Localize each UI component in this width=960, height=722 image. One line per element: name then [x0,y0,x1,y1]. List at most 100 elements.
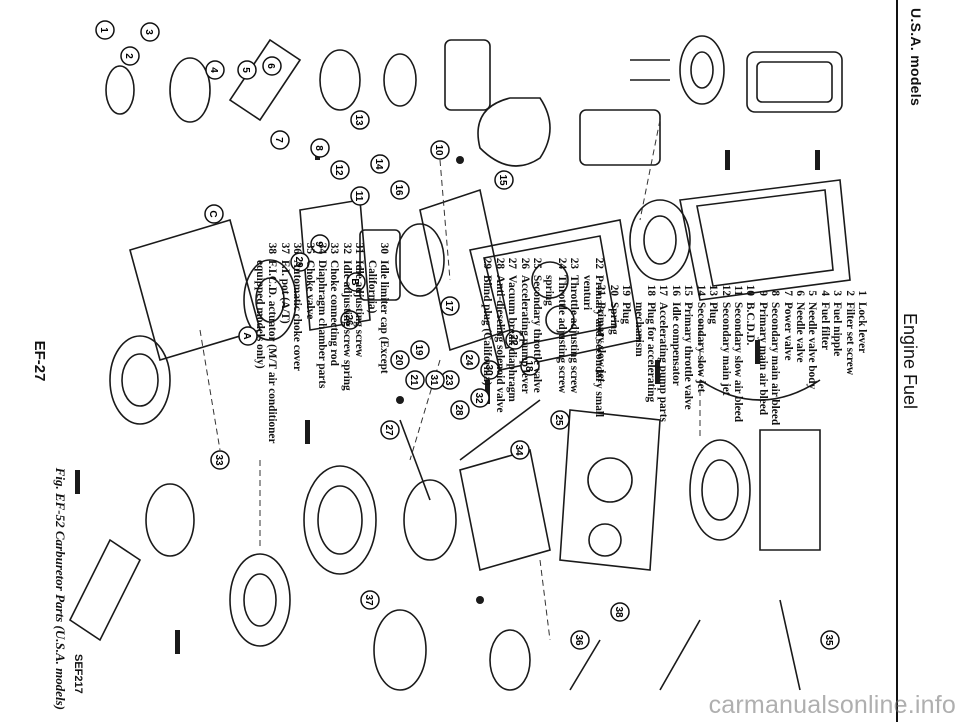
legend-item-number: 2 [843,290,856,296]
legend-item-text: Needle valve [793,302,806,363]
legend-item-text: B.C.D.D. [744,302,757,346]
legend-item-text: Fuel filter [818,302,831,350]
svg-text:33: 33 [213,454,224,466]
svg-text:15: 15 [497,174,508,186]
page-number: EF-27 [31,340,48,382]
legend-item-number: 33 [328,242,341,254]
svg-text:A: A [241,332,252,339]
legend-item-text: Vacuum break diaphragm [506,275,519,402]
watermark: carmanualsonline.info [708,691,956,719]
svg-text:8: 8 [313,145,324,151]
callout-10: 10 [430,140,450,160]
legend-item: California) [365,238,378,458]
legend-item-number [365,238,377,254]
callout-letter-a: A [238,326,258,346]
legend-item-text: Spring [607,302,620,335]
legend-item-number [580,253,592,269]
legend-item-number: 12 [719,284,732,296]
legend-item-number: 10 [744,284,757,296]
callout-35: 35 [820,630,840,650]
legend-item: venturi [580,253,593,463]
svg-text:35: 35 [823,634,834,646]
legend-item-number: 31 [353,242,366,254]
legend-item-text: Blind plug (California) [481,275,494,386]
legend-item: spring [543,253,555,463]
svg-text:10: 10 [433,144,444,156]
callout-12: 12 [330,160,350,180]
callout-20: 20 [390,350,410,370]
legend-item-text: Anti-dieseling solenoid valve [493,275,506,413]
callout-26: 26 [340,310,360,330]
svg-text:36: 36 [573,634,584,646]
legend-item-text: spring [543,275,556,306]
svg-text:7: 7 [273,137,284,143]
legend-item-text: Plug [620,302,633,324]
callout-27: 27 [380,420,400,440]
callout-17: 17 [440,296,460,316]
legend-item-text: Filter set screw [843,302,856,375]
legend-item-number: 15 [682,284,695,296]
legend-item-text: California) [365,260,378,314]
svg-text:13: 13 [353,114,364,126]
svg-text:27: 27 [383,424,394,436]
callout-38: 38 [610,602,630,622]
svg-text:29: 29 [293,256,304,268]
svg-text:14: 14 [373,158,384,170]
legend-item-number [632,280,644,296]
legend-item-text: Throttle adjusting screw [555,275,568,394]
diagram-callouts: 1 2 3 4 5 6 7 8 9 10 11 12 13 14 15 16 1… [95,20,840,650]
legend-item-text: Secondary slow air bleed [731,302,744,422]
callout-2: 2 [120,46,140,66]
svg-text:22: 22 [508,334,519,346]
legend-item-number: 25 [530,257,543,269]
legend-item-number: 17 [657,284,670,296]
callout-16: 16 [390,180,410,200]
legend-item-number: 11 [731,285,744,296]
legend-item-text: Secondary throttle valve [530,275,543,393]
callout-24: 24 [460,350,480,370]
callout-11: 11 [350,186,370,206]
callout-8: 8 [310,138,330,158]
callout-13: 13 [350,110,370,130]
svg-text:21: 21 [408,374,419,386]
callout-letter-c: C [204,204,224,224]
legend-item-number: 26 [518,257,531,269]
legend-item-text: Secondary slow jet [694,302,707,393]
legend-item-number: 20 [607,284,620,296]
callout-4: 4 [205,60,225,80]
svg-text:20: 20 [393,354,404,366]
legend-item-number: 7 [781,290,794,296]
legend-item-text: Plug for accelerating [645,302,658,403]
svg-text:5: 5 [240,67,251,73]
callout-1: 1 [95,20,115,40]
callout-6: 6 [262,56,282,76]
legend-item-text: Idle adjusting screw [353,260,366,358]
callout-5: 5 [237,60,257,80]
legend-item-text: Idle adjusting screw spring [340,260,353,391]
legend-item-text: Choke valve [303,260,316,320]
legend-item-text: Needle valve body [806,302,819,390]
legend-item-text: Diaphragm chamber parts [315,260,328,389]
svg-text:C: C [207,210,218,217]
legend-item-text: Accelerating pump parts [657,302,670,422]
legend-item-number: 5 [806,290,819,296]
legend-item-text: Primary throttle valve [682,302,695,410]
svg-text:30: 30 [483,364,494,376]
